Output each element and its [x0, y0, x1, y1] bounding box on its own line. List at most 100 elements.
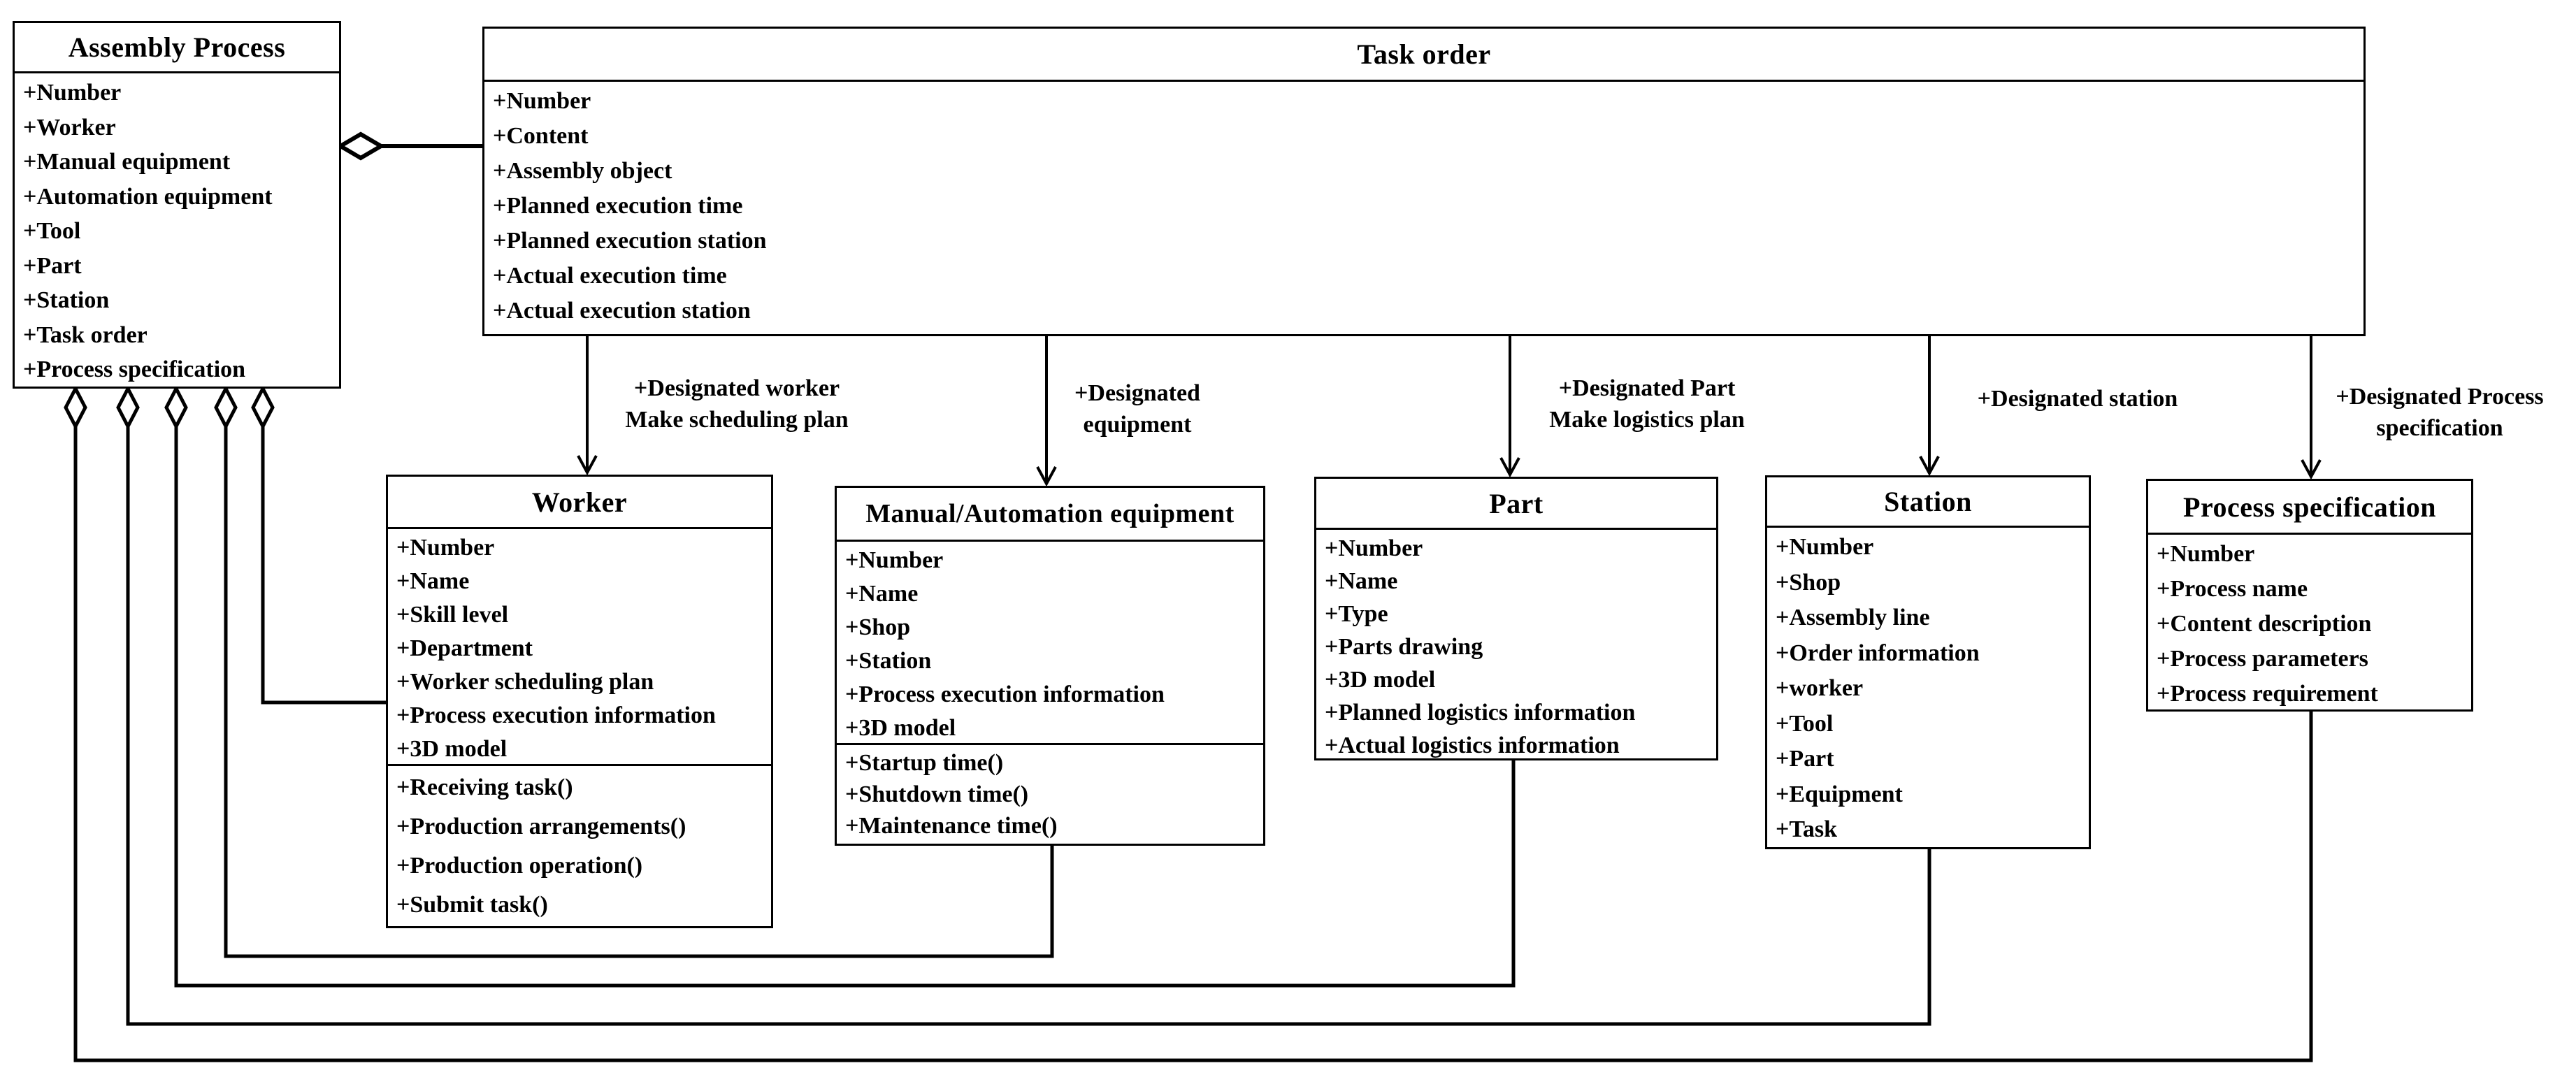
arrow-task-order-to-process-specification: [2301, 336, 2322, 480]
attribute-row: +worker: [1776, 675, 1864, 701]
aggregation-diamond-station: [116, 384, 140, 431]
class-title-station: Station: [1767, 477, 2089, 528]
attribute-row: +Department: [396, 635, 533, 661]
attribute-row: +Part: [1776, 746, 1834, 772]
attribute-row: +Automation equipment: [23, 183, 273, 210]
attribute-row: +Name: [845, 581, 919, 607]
attribute-row: +Assembly object: [493, 158, 672, 184]
class-box-part: Part +Number+Name+Type+Parts drawing+3D …: [1314, 477, 1718, 760]
arrowhead-icon: [2301, 459, 2322, 480]
edge-label-designated-worker: +Designated worker Make scheduling plan: [625, 373, 848, 435]
arrowhead-icon: [577, 455, 598, 476]
attribute-row: +Actual logistics information: [1325, 733, 1620, 758]
attribute-row: +Station: [23, 287, 110, 313]
aggregation-route-part: [174, 426, 1516, 988]
class-title-assembly-process: Assembly Process: [15, 23, 339, 73]
attributes-section-assembly-process: +Number +Worker +Manual equipment +Automati…: [15, 73, 339, 387]
attribute-row: +Shop: [845, 614, 911, 640]
attribute-row: +Process parameters: [2157, 646, 2368, 672]
attribute-row: +Actual execution station: [493, 298, 751, 324]
attribute-row: +Number: [396, 535, 495, 561]
edge-label-line: equipment: [1083, 412, 1192, 438]
attribute-row: +Planned execution time: [493, 193, 743, 219]
attribute-row: +Number: [23, 80, 122, 106]
method-row: +Shutdown time(): [845, 781, 1029, 807]
arrowhead-icon: [1919, 456, 1940, 477]
class-box-task-order: Task order +Number +Content +Assembly obje…: [482, 27, 2366, 336]
edge-label-line: +Designated station: [1977, 386, 2178, 412]
attribute-row: +Number: [2157, 541, 2255, 567]
attribute-row: +Assembly line: [1776, 605, 1930, 630]
edge-label-designated-process-specification: +Designated Process specification: [2336, 381, 2543, 444]
attribute-row: +Process execution information: [845, 681, 1165, 707]
edge-label-line: +Designated: [1074, 380, 1200, 406]
attributes-section-station: +Number +Shop +Assembly line +Order informa…: [1767, 528, 2089, 848]
attribute-row: +Type: [1325, 601, 1388, 627]
attributes-section-process-specification: +Number+Process name+Content description…: [2148, 535, 2471, 712]
edge-label-designated-station: +Designated station: [1978, 383, 2178, 414]
attributes-section-equipment: +Number+Name+Shop+Station+Process execut…: [837, 542, 1263, 743]
attribute-row: +Number: [1776, 534, 1874, 560]
attribute-row: +3D model: [1325, 667, 1436, 693]
aggregation-route-equipment: [224, 426, 1054, 958]
class-title-process-specification: Process specification: [2148, 481, 2471, 535]
attribute-row: +Planned logistics information: [1325, 700, 1636, 726]
aggregation-diamond-part: [164, 384, 188, 431]
attribute-row: +Process execution information: [396, 702, 716, 728]
method-row: +Maintenance time(): [845, 813, 1058, 839]
attribute-row: +Parts drawing: [1325, 634, 1483, 660]
class-box-station: Station +Number +Shop +Assembly line +Order…: [1765, 475, 2091, 849]
attribute-row: +Equipment: [1776, 781, 1903, 807]
attribute-row: +Order information: [1776, 640, 1980, 666]
attribute-row: +3D model: [845, 715, 956, 741]
edge-label-line: Make scheduling plan: [625, 407, 849, 433]
attribute-row: +Worker: [23, 114, 116, 140]
attribute-row: +Worker scheduling plan: [396, 669, 654, 695]
class-box-worker: Worker +Number +Name +Skill level +Departme…: [386, 475, 773, 928]
attribute-row: +Number: [493, 88, 591, 114]
attribute-row: +Process name: [2157, 576, 2308, 602]
class-box-equipment: Manual/Automation equipment +Number+Name…: [835, 486, 1265, 846]
attribute-row: +Number: [1325, 535, 1423, 561]
attribute-row: +Content: [493, 123, 589, 149]
edge-label-line: Make logistics plan: [1549, 407, 1745, 433]
edge-label-designated-part: +Designated Part Make logistics plan: [1549, 373, 1745, 435]
aggregation-diamond-task-order: [336, 131, 385, 161]
method-row: +Production arrangements(): [396, 814, 686, 839]
arrow-task-order-to-equipment: [1036, 336, 1057, 487]
attribute-row: +Actual execution time: [493, 263, 727, 289]
class-title-worker: Worker: [388, 477, 771, 529]
arrow-task-order-to-worker: [577, 336, 598, 476]
aggregation-diamond-process-specification: [64, 384, 87, 431]
method-row: +Production operation(): [396, 853, 643, 879]
aggregation-diamond-equipment: [214, 384, 238, 431]
attributes-section-worker: +Number +Name +Skill level +Department +Work…: [388, 529, 771, 764]
class-box-process-specification: Process specification +Number +Process na…: [2146, 479, 2473, 712]
edge-label-line: +Designated Process: [2336, 384, 2544, 410]
attribute-row: +Name: [396, 568, 470, 594]
attribute-row: +Station: [845, 648, 932, 674]
method-row: +Submit task(): [396, 892, 548, 918]
edge-label-designated-equipment: +Designated equipment: [1074, 377, 1200, 440]
attribute-row: +Tool: [23, 218, 81, 244]
class-box-assembly-process: Assembly Process +Number +Worker +Manual e…: [13, 21, 341, 389]
aggregation-diamond-worker: [251, 384, 275, 431]
methods-section-equipment: +Startup time() +Shutdown time() +Maintena…: [837, 743, 1263, 842]
attribute-row: +Shop: [1776, 569, 1841, 596]
edge-label-line: +Designated Part: [1558, 375, 1736, 401]
attribute-row: +Tool: [1776, 710, 1834, 737]
method-row: +Startup time(): [845, 750, 1004, 776]
attribute-row: +Process specification: [23, 356, 246, 382]
method-row: +Receiving task(): [396, 774, 573, 800]
attribute-row: +Manual equipment: [23, 149, 231, 175]
class-title-task-order: Task order: [484, 29, 2363, 82]
attribute-row: +Planned execution station: [493, 228, 767, 254]
arrowhead-icon: [1036, 466, 1057, 487]
edge-label-line: +Designated worker: [633, 375, 840, 401]
attribute-row: +Name: [1325, 568, 1398, 594]
aggregation-route-process-specification: [73, 426, 2313, 1062]
attribute-row: +3D model: [396, 736, 508, 762]
aggregation-route-station: [126, 426, 1931, 1026]
attribute-row: +Skill level: [396, 602, 509, 628]
